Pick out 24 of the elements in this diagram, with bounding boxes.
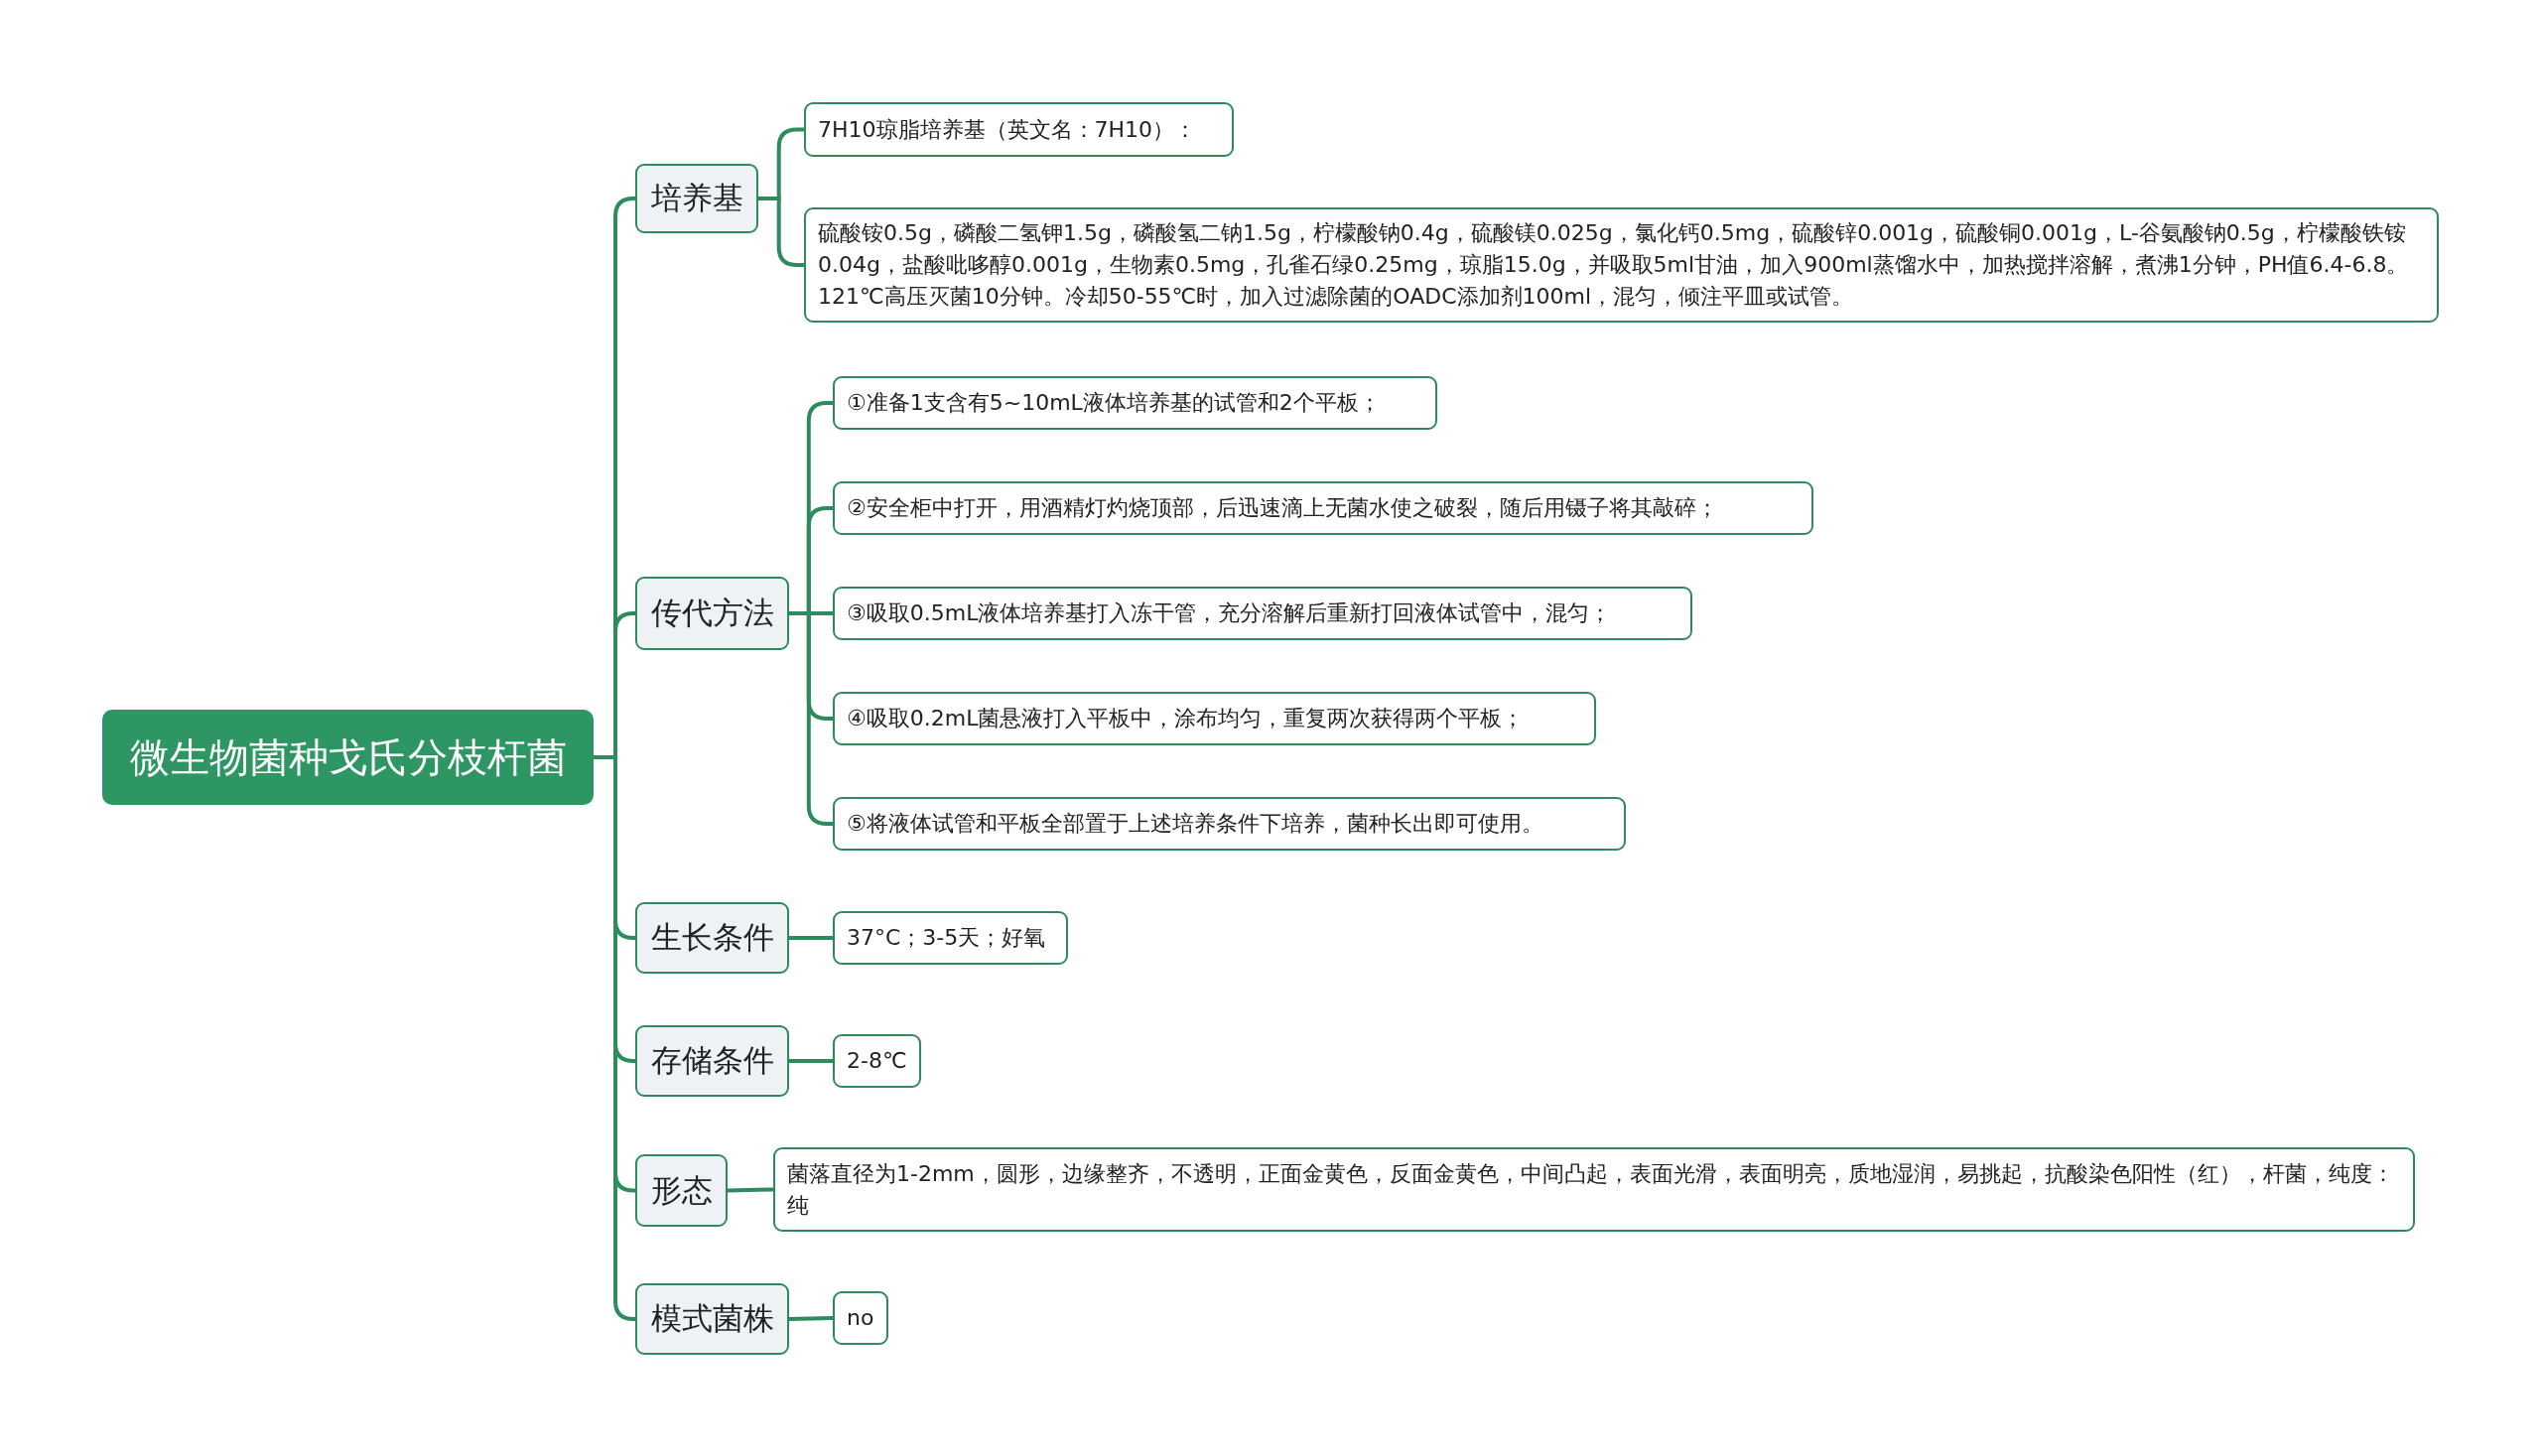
- detail-box: 7H10琼脂培养基（英文名：7H10）：: [804, 102, 1234, 157]
- detail-box: ②安全柜中打开，用酒精灯灼烧顶部，后迅速滴上无菌水使之破裂，随后用镊子将其敲碎；: [833, 481, 1813, 535]
- branch-box: 传代方法: [635, 577, 789, 650]
- detail-box: 硫酸铵0.5g，磷酸二氢钾1.5g，磷酸氢二钠1.5g，柠檬酸钠0.4g，硫酸镁0.025g，氯化钙0.5mg，硫酸锌0.001g，硫酸铜0.001g，L-谷氨酸钠0.5g，柠檬酸铁铵0.04g，盐酸吡哆醇0.001g，生物素0.5mg，孔雀石绿0.25mg，琼脂15.0g，并吸取5ml甘油，加入900ml蒸馏水中，加热搅拌溶解，煮沸1分钟，PH值6.4-6.8。121℃高压灭菌10分钟。冷却50-55℃时，加入过滤除菌的OADC添加剂100ml，混匀，倾注平皿或试管。: [804, 207, 2439, 323]
- detail-box: 2-8℃: [833, 1034, 921, 1088]
- detail-box: no: [833, 1291, 888, 1345]
- detail-box: ⑤将液体试管和平板全部置于上述培养条件下培养，菌种长出即可使用。: [833, 797, 1626, 851]
- detail-box: ①准备1支含有5~10mL液体培养基的试管和2个平板；: [833, 376, 1437, 430]
- branch-box: 生长条件: [635, 902, 789, 974]
- detail-box: 菌落直径为1-2mm，圆形，边缘整齐，不透明，正面金黄色，反面金黄色，中间凸起，表面光滑，表面明亮，质地湿润，易挑起，抗酸染色阳性（红），杆菌，纯度：纯: [773, 1147, 2415, 1232]
- detail-box: ④吸取0.2mL菌悬液打入平板中，涂布均匀，重复两次获得两个平板；: [833, 692, 1596, 745]
- branch-box: 存储条件: [635, 1025, 789, 1097]
- topic-box: 微生物菌种戈氏分枝杆菌: [102, 710, 594, 805]
- connector-line: [788, 1316, 834, 1321]
- connector-line: [789, 611, 833, 826]
- connector-line: [789, 936, 833, 940]
- connector-line: [727, 1187, 774, 1193]
- branch-box: 培养基: [635, 164, 758, 233]
- detail-box: ③吸取0.5mL液体培养基打入冻干管，充分溶解后重新打回液体试管中，混匀；: [833, 587, 1692, 640]
- branch-box: 模式菌株: [635, 1283, 789, 1355]
- detail-box: 37°C；3-5天；好氧: [833, 911, 1068, 965]
- connector-line: [758, 197, 804, 267]
- branch-box: 形态: [635, 1154, 728, 1227]
- connector-line: [789, 1059, 833, 1063]
